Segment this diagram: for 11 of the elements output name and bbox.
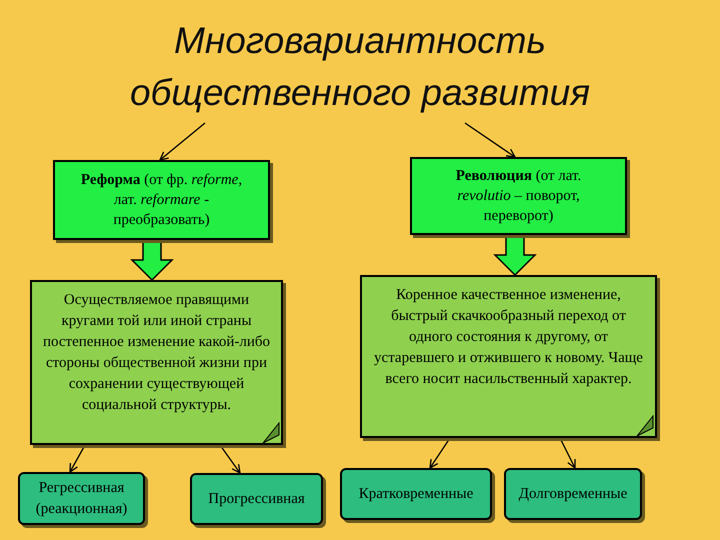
term-box: Революция (от лат. revolutio – поворот, переворот) (410, 157, 627, 235)
type-box: Прогрессивная (190, 473, 323, 525)
type-box: Кратковременные (340, 468, 492, 520)
term-box: Реформа (от фр. reforme, лат. reformare - преобразовать) (53, 160, 270, 240)
arrow (464, 122, 516, 158)
arrow (159, 122, 206, 161)
type-box: Долговременные (504, 468, 642, 520)
definition-box: Осуществляемое правящими кругами той или иной страны постепенное изменение какой-либо стороны общественной жизни при сохранении существующей социальной структуры. (30, 280, 283, 445)
title-text: Многовариантность общественного развития (70, 10, 650, 123)
type-box: Регрессивная (реакционная) (18, 472, 145, 525)
definition-box: Коренное качественное изменение, быстрый скачкообразный переход от одного состояния к другому, от устаревшего и отжившего к новому. Чаще всего носит насильственный характер. (360, 275, 657, 438)
